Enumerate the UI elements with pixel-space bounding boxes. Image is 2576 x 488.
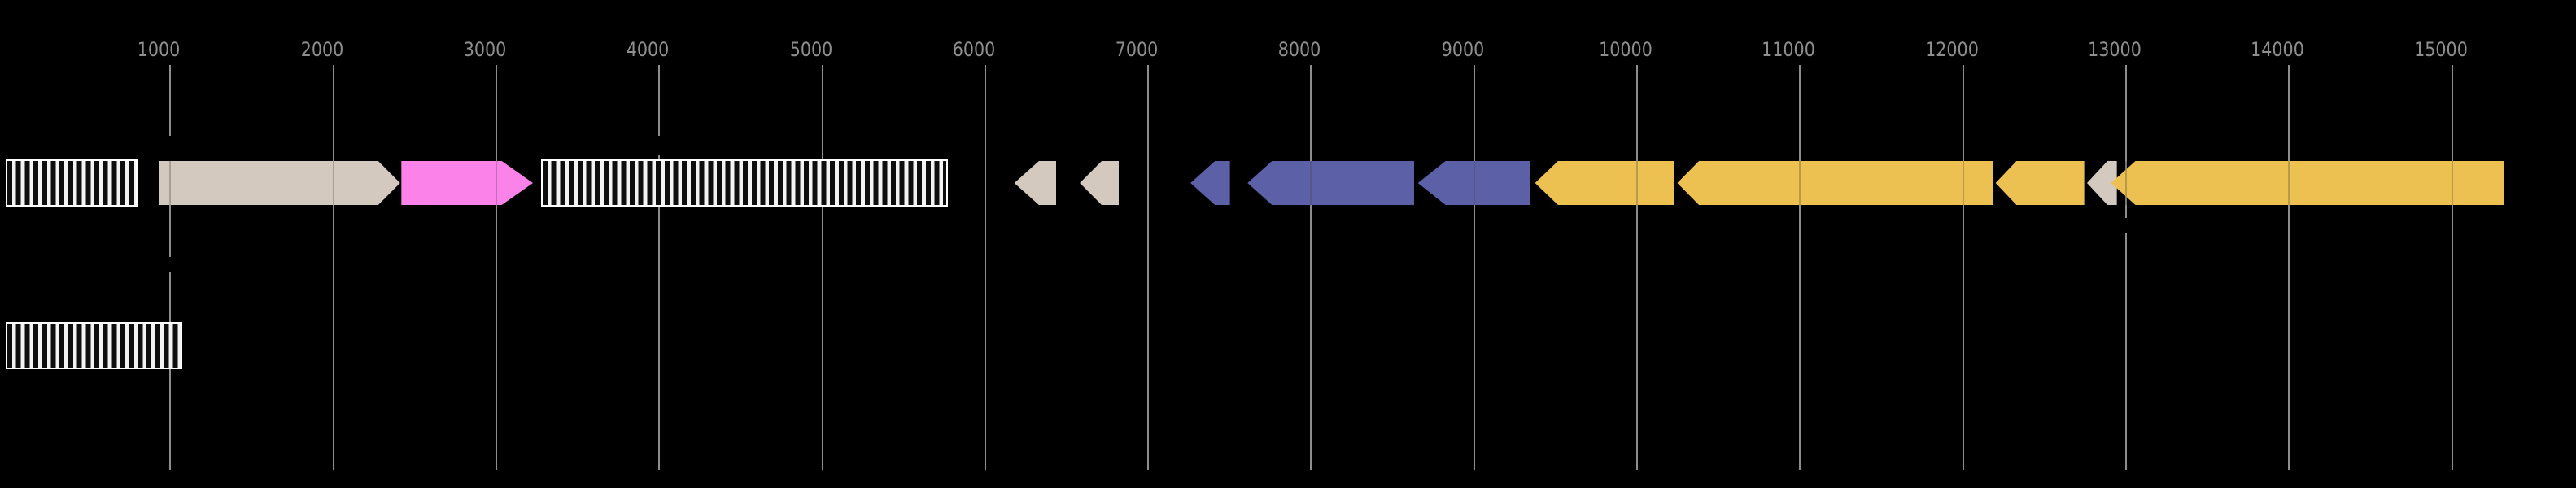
axis-gridline [1310, 65, 1312, 470]
gene-arrow [401, 161, 533, 205]
gene-arrow [2111, 161, 2504, 205]
axis-gridline [495, 65, 497, 470]
gene-arrow [1080, 161, 1120, 205]
axis-tick-label: 3000 [463, 38, 507, 61]
axis-gridline [2288, 65, 2290, 470]
hatched-block [6, 322, 182, 369]
axis-tick-label: 8000 [1278, 38, 1321, 61]
axis-gridline [2124, 65, 2127, 470]
axis-tick-label: 12000 [1924, 38, 1979, 61]
axis-tick-label: 9000 [1441, 38, 1484, 61]
axis-tick-label: 15000 [2413, 38, 2468, 61]
gene-arrow [1417, 161, 1530, 205]
axis-tick-label: 6000 [952, 38, 996, 61]
gridline-over-arrow [1310, 161, 1312, 205]
axis-gridline [332, 65, 334, 470]
gridline-over-arrow [2124, 161, 2127, 205]
axis-gridline [1473, 65, 1475, 470]
axis-gridline [1799, 65, 1801, 470]
hatched-block [540, 159, 949, 207]
gene-arrow [1190, 161, 1230, 205]
axis-tick-label: 4000 [626, 38, 670, 61]
axis-tick-label: 5000 [789, 38, 832, 61]
axis-tick-label: 14000 [2251, 38, 2305, 61]
gridline-over-arrow [169, 161, 172, 205]
axis-gridline [2451, 65, 2453, 470]
gridline-gap [168, 136, 172, 163]
axis-tick-label: 1000 [138, 38, 181, 61]
gene-arrow [1535, 161, 1674, 205]
gene-arrow [1995, 161, 2085, 205]
gridline-over-arrow [1799, 161, 1801, 205]
gridline-gap [2124, 218, 2128, 233]
gridline-over-arrow [2451, 161, 2453, 205]
gridline-over-arrow [1473, 161, 1475, 205]
gridline-over-arrow [2288, 161, 2290, 205]
axis-tick-label: 2000 [300, 38, 343, 61]
axis-gridline [658, 65, 661, 470]
axis-tick-label: 7000 [1115, 38, 1159, 61]
gene-arrow [1677, 161, 1993, 205]
hatched-block [5, 159, 138, 207]
axis-gridline [821, 65, 823, 470]
gridline-over-arrow [1962, 161, 1964, 205]
gene-arrow [1247, 161, 1414, 205]
axis-tick-label: 13000 [2088, 38, 2142, 61]
axis-gridline [1962, 65, 1964, 470]
gridline-gap [168, 257, 172, 272]
axis-gridline [984, 65, 986, 470]
axis-gridline [1147, 65, 1150, 470]
gridline-gap [657, 136, 661, 155]
axis-gridline [1636, 65, 1638, 470]
axis-tick-label: 11000 [1762, 38, 1816, 61]
gridline-over-arrow [495, 161, 497, 205]
gene-arrow [158, 161, 400, 205]
gene-arrow [1014, 161, 1056, 205]
gridline-over-arrow [332, 161, 334, 205]
axis-tick-label: 10000 [1599, 38, 1653, 61]
gridline-over-arrow [1636, 161, 1638, 205]
